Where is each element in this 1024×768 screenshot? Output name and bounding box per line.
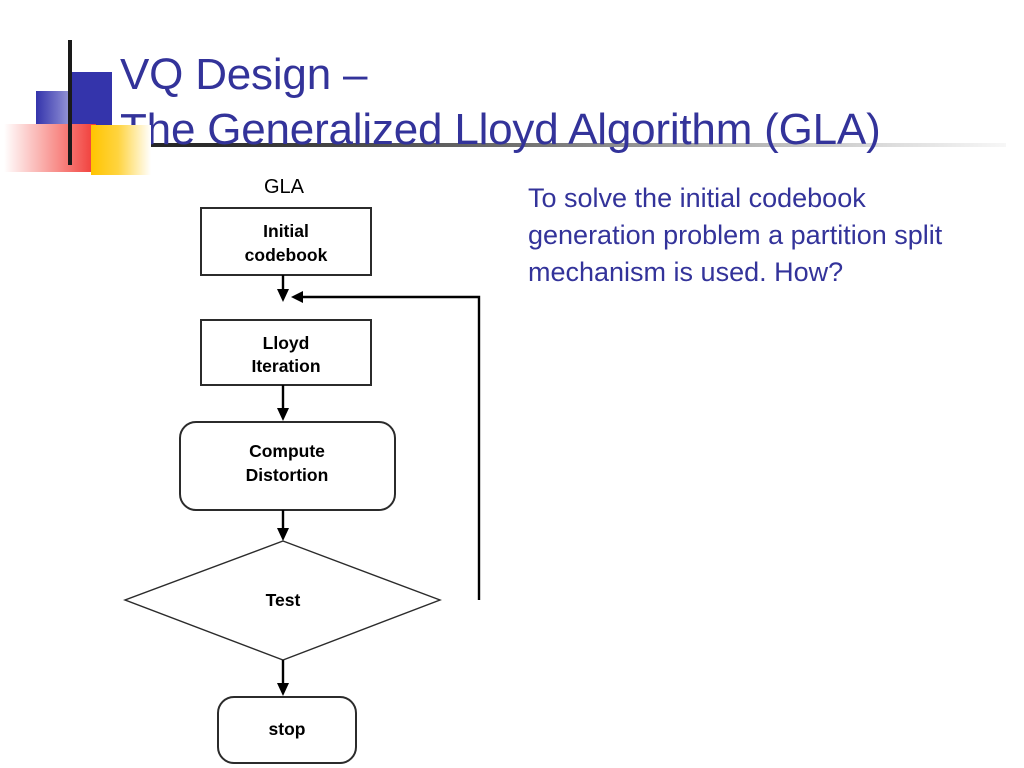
node-initial-codebook: Initial codebook — [200, 207, 372, 276]
node-compute-distortion: Compute Distortion — [179, 421, 396, 511]
decoration-yellow-gradient-bar — [91, 125, 151, 175]
edge-test-feedback-loop — [291, 291, 481, 600]
gla-flowchart: GLA Initial codebook Lloyd Iteration — [100, 165, 520, 768]
edge-compute-to-test — [277, 510, 289, 541]
node-compute-distortion-label-2: Distortion — [246, 465, 329, 485]
page-title-line-2: The Generalized Lloyd Algorithm (GLA) — [120, 105, 881, 155]
node-test: Test — [123, 540, 442, 661]
node-lloyd-iteration: Lloyd Iteration — [200, 319, 372, 386]
node-initial-codebook-label-1: Initial — [263, 221, 309, 241]
edge-lloyd-to-compute — [277, 385, 289, 421]
edge-test-to-stop — [277, 660, 289, 696]
node-stop: stop — [217, 696, 357, 764]
title-divider-rule — [50, 143, 1006, 147]
page-title-line-1: VQ Design – — [120, 50, 368, 100]
node-stop-label: stop — [269, 719, 306, 739]
edge-initial-to-lloyd — [277, 275, 289, 302]
node-lloyd-iteration-label-2: Iteration — [251, 356, 320, 376]
node-lloyd-iteration-label-1: Lloyd — [263, 333, 310, 353]
decoration-red-gradient-bar — [0, 124, 96, 172]
node-compute-distortion-label-1: Compute — [249, 441, 325, 461]
node-initial-codebook-label-2: codebook — [245, 245, 328, 265]
body-paragraph: To solve the initial codebook generation… — [528, 183, 943, 287]
page-title: VQ Design – The Generalized Lloyd Algori… — [120, 47, 1010, 157]
slide-decoration — [0, 0, 200, 175]
node-test-label: Test — [266, 590, 301, 610]
flowchart-title: GLA — [264, 176, 305, 198]
decoration-vertical-rule — [68, 40, 72, 165]
